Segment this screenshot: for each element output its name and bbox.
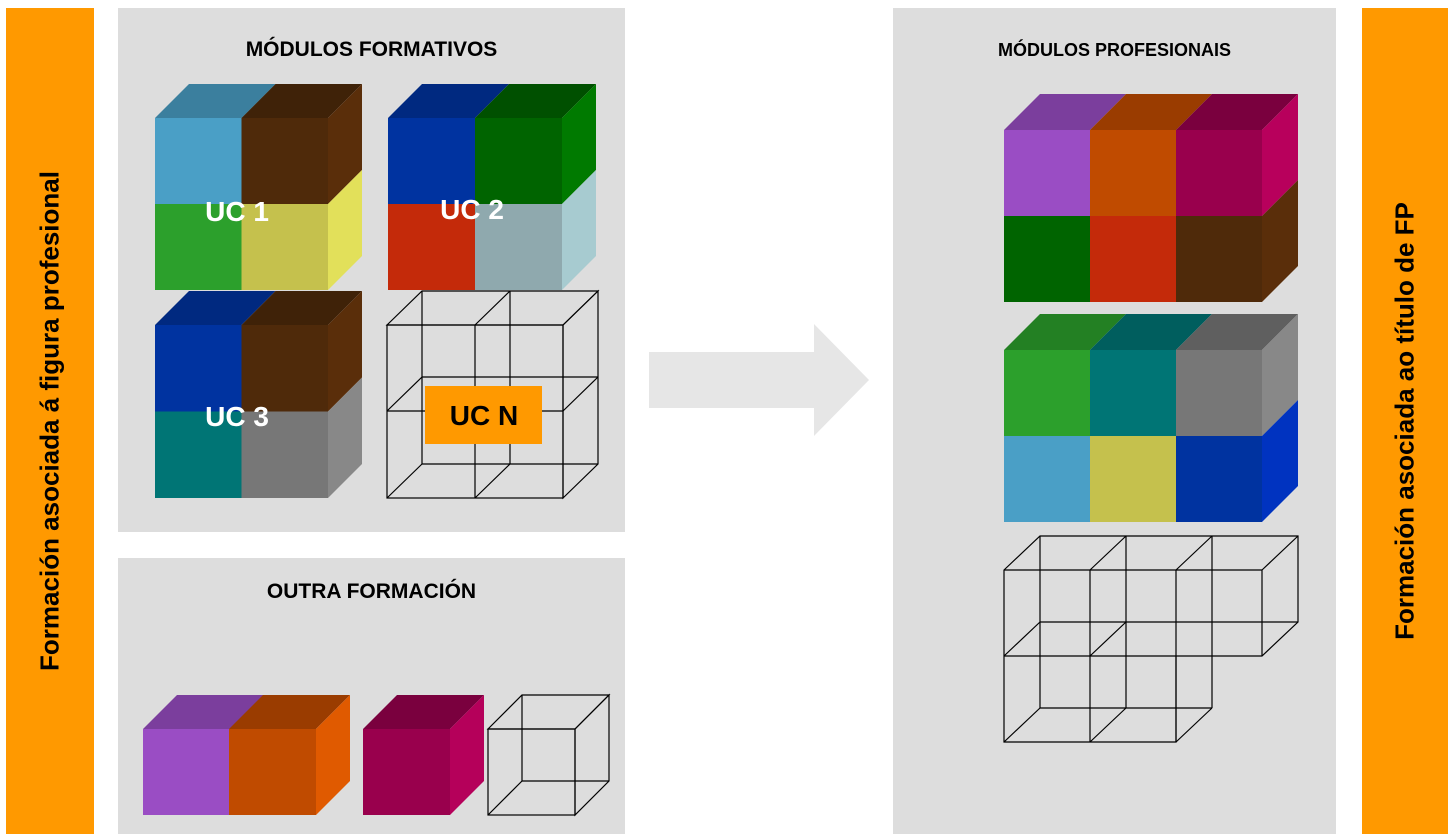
cube-top-cell <box>229 695 350 729</box>
cube-top-cell <box>388 84 509 118</box>
cube-face-cell <box>1090 436 1176 522</box>
outra-formacion-cubes <box>143 695 484 815</box>
flow-arrow <box>649 324 869 436</box>
cube-face-cell <box>155 325 242 412</box>
cube-side-cell <box>562 170 596 290</box>
uc-2-label: UC 2 <box>440 194 504 225</box>
cube-top-cell <box>1004 314 1126 350</box>
cube-face-cell <box>388 118 475 204</box>
cube-face-cell <box>1090 350 1176 436</box>
cube-side-cell <box>562 84 596 204</box>
cube-face-cell <box>475 204 562 290</box>
modulos-formativos-title: MÓDULOS FORMATIVOS <box>245 38 498 61</box>
cube-face-cell <box>241 118 328 204</box>
cube-side-cell <box>1262 180 1298 302</box>
uc-1-cube <box>155 84 362 290</box>
cube-face-cell <box>1176 436 1262 522</box>
cube-side-cell <box>328 170 362 290</box>
cube-side-cell <box>450 695 484 815</box>
cube-face-cell <box>1004 130 1090 216</box>
profesionais-block-2 <box>1004 314 1298 522</box>
cube-top-cell <box>1176 94 1298 130</box>
cube-face-cell <box>1176 130 1262 216</box>
modulos-profesionais-title: MÓDULOS PROFESIONAIS <box>997 40 1231 60</box>
cube-face-cell <box>1004 350 1090 436</box>
left-side-bar: Formación asociada á figura profesional <box>6 8 94 834</box>
cube-top-cell <box>1004 94 1126 130</box>
cube-top-cell <box>363 695 484 729</box>
outra-formacion-title: OUTRA FORMACIÓN <box>266 580 477 603</box>
cube-top-cell <box>475 84 596 118</box>
cube-top-cell <box>241 291 362 325</box>
uc-n-label: UC N <box>450 400 518 431</box>
cube-top-cell <box>1176 314 1298 350</box>
cube-side-cell <box>328 84 362 204</box>
cube-face-cell <box>229 729 316 815</box>
cube-face-cell <box>1176 350 1262 436</box>
cube-face-cell <box>155 204 242 290</box>
cube-face-cell <box>241 325 328 412</box>
cube-side-cell <box>328 291 362 412</box>
cube-face-cell <box>143 729 230 815</box>
outra-wireframe-cube <box>486 693 611 817</box>
cube-top-cell <box>241 84 362 118</box>
cube-face-cell <box>1004 436 1090 522</box>
uc-3-cube <box>155 291 362 498</box>
cube-face-cell <box>241 411 328 498</box>
cube-side-cell <box>316 695 350 815</box>
uc-1-label: UC 1 <box>205 196 269 227</box>
cube-side-cell <box>1262 314 1298 436</box>
cube-side-cell <box>1262 94 1298 216</box>
profesionais-wireframe-block <box>1003 535 1299 743</box>
cube-side-cell <box>328 377 362 498</box>
cube-face-cell <box>363 729 450 815</box>
cube-face-cell <box>475 118 562 204</box>
cube-face-cell <box>1090 130 1176 216</box>
cube-face-cell <box>155 118 242 204</box>
cube-face-cell <box>1176 216 1262 302</box>
uc-n-badge <box>425 386 542 444</box>
cube-face-cell <box>155 411 242 498</box>
cube-face-cell <box>388 204 475 290</box>
uc-3-label: UC 3 <box>205 401 269 432</box>
cube-top-cell <box>1090 314 1212 350</box>
cube-face-cell <box>1004 216 1090 302</box>
cube-top-cell <box>155 291 276 325</box>
cube-face-cell <box>241 204 328 290</box>
cube-side-cell <box>1262 400 1298 522</box>
cube-face-cell <box>1090 216 1176 302</box>
cube-top-cell <box>143 695 264 729</box>
profesionais-block-1 <box>1004 94 1298 302</box>
cube-top-cell <box>155 84 276 118</box>
uc-2-cube <box>388 84 596 290</box>
cube-top-cell <box>1090 94 1212 130</box>
right-side-bar: Formación asociada ao título de FP <box>1362 8 1448 834</box>
